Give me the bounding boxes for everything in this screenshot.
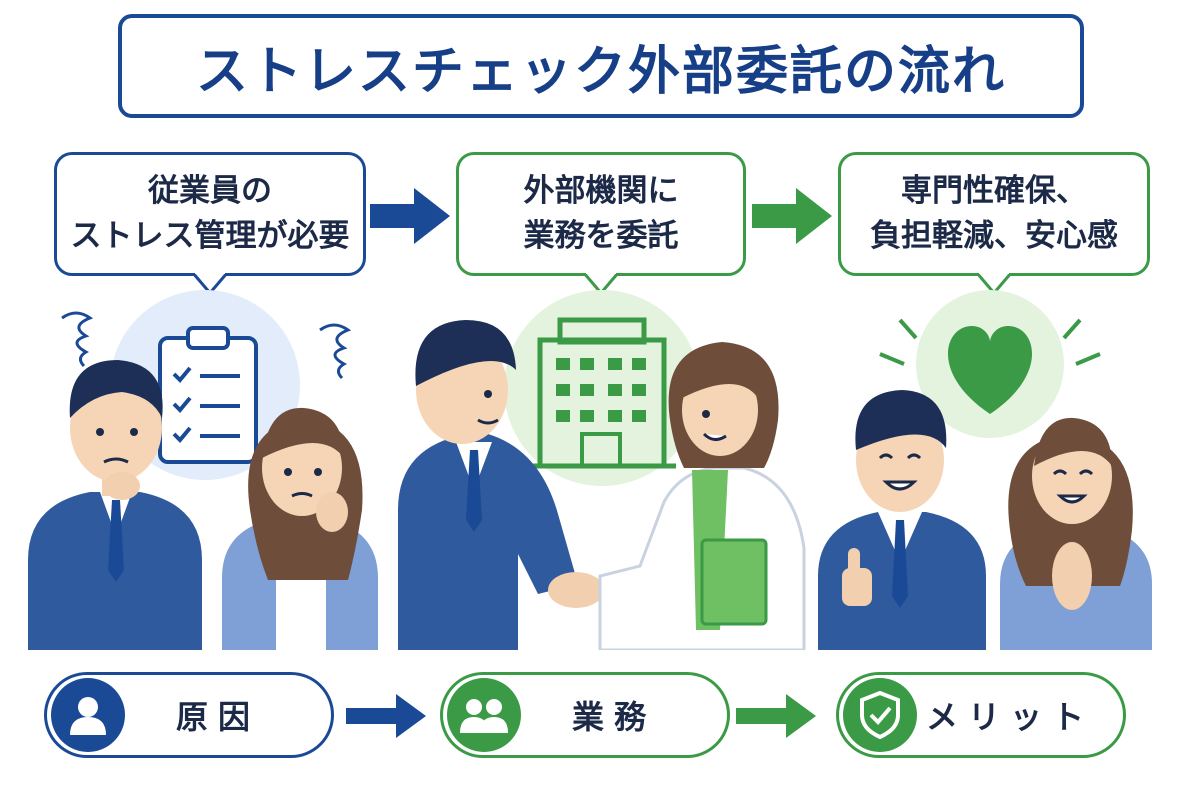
step-benefit-pill: メリット bbox=[836, 672, 1126, 758]
bubble-benefit-line2: 負担軽減、安心感 bbox=[870, 218, 1118, 254]
bubble-cause-line2: ストレス管理が必要 bbox=[70, 218, 350, 254]
illustration-scene bbox=[28, 290, 1152, 650]
arrow-right-icon bbox=[752, 188, 832, 244]
bubble-cause: 従業員の ストレス管理が必要 bbox=[54, 152, 366, 295]
bubble-business-line1: 外部機関に bbox=[523, 173, 679, 210]
step-benefit-label: メリット bbox=[925, 698, 1094, 736]
person-icon bbox=[51, 678, 125, 752]
bubble-cause-line1: 従業員の bbox=[148, 173, 272, 210]
checklist-icon bbox=[158, 326, 258, 464]
step-business-label: 業務 bbox=[571, 698, 656, 736]
bubble-benefit-line1: 専門性確保、 bbox=[901, 173, 1087, 210]
step-cause-label: 原因 bbox=[175, 698, 260, 736]
step-cause-pill: 原因 bbox=[44, 672, 334, 758]
shield-check-icon bbox=[843, 678, 917, 752]
building-icon bbox=[528, 317, 676, 469]
arrow-right-icon bbox=[346, 694, 426, 738]
diagram-title: ストレスチェック外部委託の流れ bbox=[195, 41, 1006, 102]
group-icon bbox=[447, 678, 521, 752]
title-box: ストレスチェック外部委託の流れ bbox=[118, 14, 1084, 118]
worried-employees-illustration bbox=[28, 290, 378, 650]
handshake-illustration bbox=[398, 290, 806, 650]
bubble-business: 外部機関に 業務を委託 bbox=[456, 152, 746, 295]
arrow-right-icon bbox=[370, 188, 450, 244]
step-business-pill: 業務 bbox=[440, 672, 730, 758]
happy-employees-illustration bbox=[818, 290, 1152, 650]
bubble-benefit: 専門性確保、 負担軽減、安心感 bbox=[838, 152, 1150, 295]
arrow-right-icon bbox=[736, 694, 816, 738]
bubble-business-line2: 業務を委託 bbox=[523, 218, 679, 254]
heart-icon bbox=[947, 326, 1033, 414]
